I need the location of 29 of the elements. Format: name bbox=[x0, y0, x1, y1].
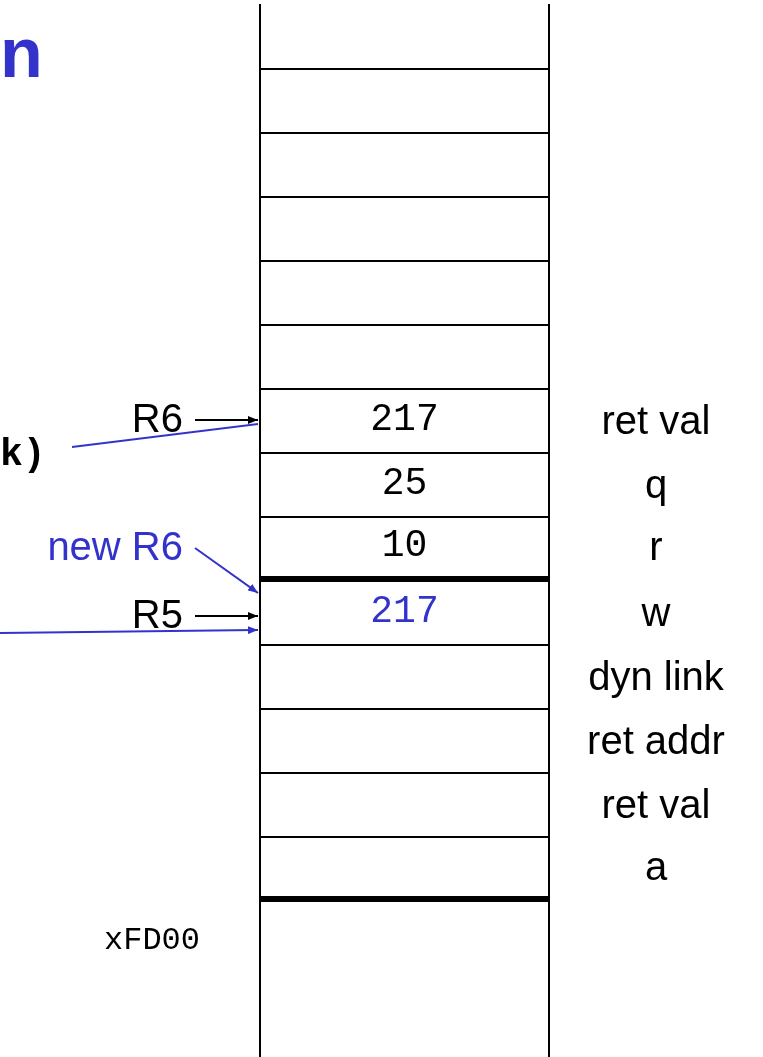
cell-value: 10 bbox=[381, 527, 428, 565]
address-label: xFD00 bbox=[104, 925, 200, 957]
arrow bbox=[0, 626, 259, 635]
variable-label: q bbox=[644, 464, 668, 504]
register-label: new R6 bbox=[47, 526, 183, 566]
arrow bbox=[194, 612, 259, 620]
variable-label: ret addr bbox=[587, 720, 725, 760]
stack-cell bbox=[259, 4, 550, 70]
code-fragment: k) bbox=[0, 436, 46, 474]
variable-label: w bbox=[641, 592, 671, 632]
variable-label: ret val bbox=[601, 400, 711, 440]
register-label: R6 bbox=[131, 398, 183, 438]
title-fragment: n bbox=[0, 18, 43, 88]
cell-value: 217 bbox=[370, 593, 439, 631]
stack-cell bbox=[259, 132, 550, 198]
stack-cell bbox=[259, 68, 550, 134]
stack-cell bbox=[259, 324, 550, 390]
stack-cell bbox=[259, 900, 550, 1057]
variable-label: dyn link bbox=[588, 656, 724, 696]
stack-cell bbox=[259, 196, 550, 262]
variable-label: r bbox=[649, 526, 663, 566]
variable-label: a bbox=[644, 846, 668, 886]
stack-cell bbox=[259, 260, 550, 326]
cell-value: 217 bbox=[370, 401, 439, 439]
arrow bbox=[194, 416, 259, 424]
register-label: R5 bbox=[131, 594, 183, 634]
variable-label: ret val bbox=[601, 784, 711, 824]
cell-value: 25 bbox=[381, 465, 428, 503]
arrow bbox=[194, 547, 259, 594]
